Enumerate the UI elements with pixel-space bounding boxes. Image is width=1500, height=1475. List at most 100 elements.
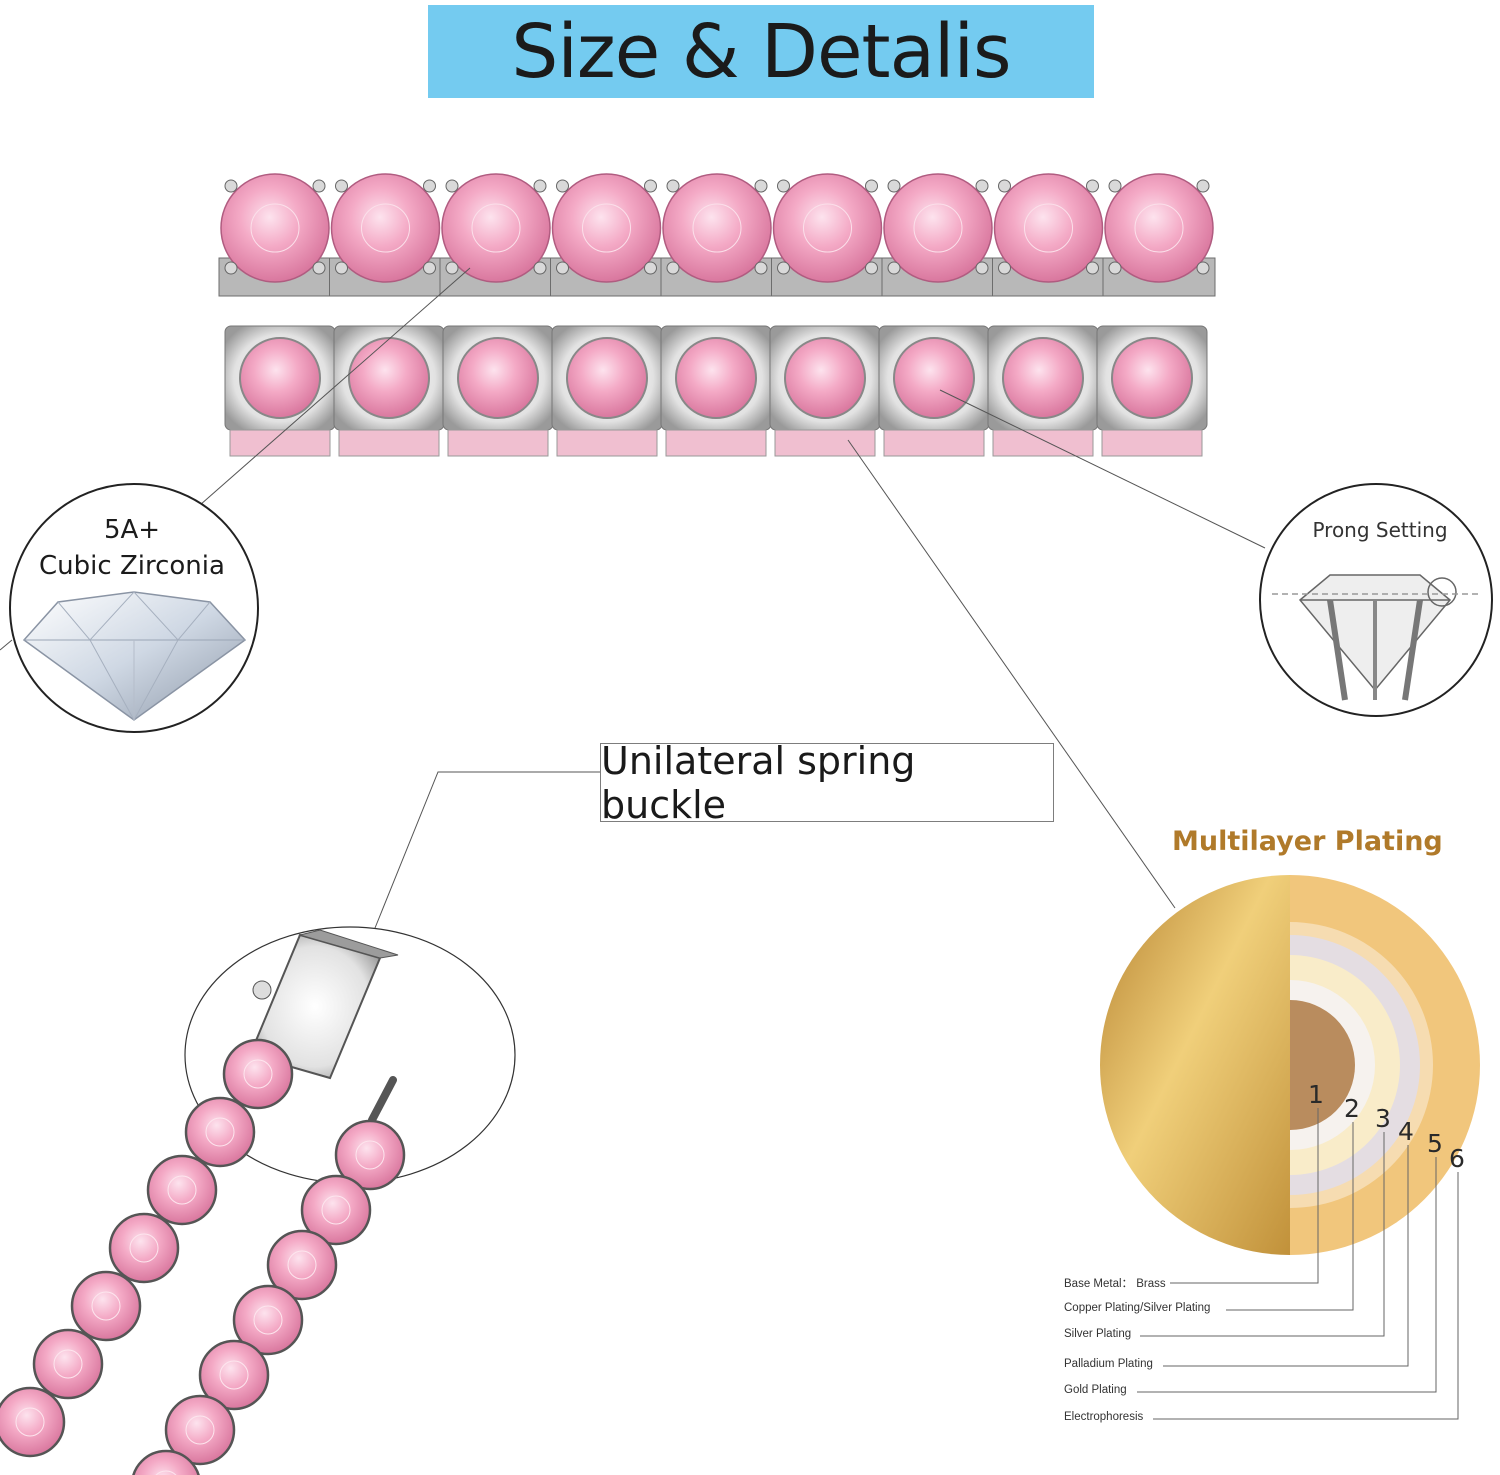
bracelet-strand-right: [132, 1119, 406, 1475]
stone-facet: [15, 1407, 45, 1437]
buckle-label-box: Unilateral spring buckle: [600, 739, 1054, 827]
stone-back: [675, 337, 757, 419]
bracelet-back-row: [224, 325, 1208, 457]
stone-facet: [205, 1117, 235, 1147]
stone-edge: [338, 429, 440, 457]
stone-edge: [774, 429, 876, 457]
stone-edge: [229, 429, 331, 457]
layer-number-5: 5: [1427, 1129, 1443, 1158]
layer-number-6: 6: [1449, 1144, 1465, 1173]
layer-number-1: 1: [1308, 1080, 1324, 1109]
prong: [556, 261, 569, 275]
prong-setting-sketch: [1272, 574, 1480, 701]
plating-title: Multilayer Plating: [1172, 826, 1443, 857]
stone-facet: [167, 1175, 197, 1205]
prong: [1086, 179, 1099, 193]
prong-setting-callout: [1259, 483, 1493, 717]
layer-label-2: Copper Plating/Silver Plating: [1064, 1302, 1211, 1314]
pink-stone: [220, 173, 330, 283]
pink-stone: [662, 173, 772, 283]
prong: [1108, 179, 1122, 193]
stone-edge: [665, 429, 767, 457]
prong: [335, 179, 348, 193]
layer-number-3: 3: [1375, 1104, 1391, 1133]
title-banner: Size & Detalis: [428, 5, 1094, 98]
pink-stone: [198, 1339, 270, 1411]
pink-stone: [300, 1174, 372, 1246]
buckle-label: Unilateral spring buckle: [601, 738, 916, 827]
prong: [998, 261, 1011, 275]
stone-facet: [91, 1291, 121, 1321]
stone-facet: [219, 1360, 249, 1390]
prong: [224, 261, 238, 275]
pink-stone: [108, 1212, 180, 1284]
prong: [312, 179, 326, 193]
stone-edge: [556, 429, 658, 457]
stone-back: [1002, 337, 1084, 419]
pink-stone: [266, 1229, 338, 1301]
stone-back: [566, 337, 648, 419]
layer-number-2: 2: [1344, 1094, 1360, 1123]
bracelet-front-row: [218, 173, 1216, 297]
prong: [975, 261, 989, 275]
prong: [666, 261, 680, 275]
pink-stone: [772, 173, 883, 283]
prong: [666, 179, 680, 193]
stone-edge: [447, 429, 549, 457]
leader-lines: [0, 267, 1266, 929]
prong: [975, 179, 989, 193]
pink-stone: [334, 1119, 406, 1191]
prong: [644, 261, 657, 275]
stone-facet: [129, 1233, 159, 1263]
stone-back: [348, 337, 430, 419]
stone-facet: [253, 1305, 283, 1335]
stone-back: [239, 337, 321, 419]
clasp-buckle: [248, 929, 399, 1124]
plating-leader-lines: [1137, 1108, 1459, 1420]
prong: [533, 261, 547, 275]
prong: [556, 179, 569, 193]
pink-stone: [146, 1154, 218, 1226]
prong-setting-label: Prong Setting: [1312, 518, 1448, 542]
prong: [644, 179, 657, 193]
stone-back: [784, 337, 866, 419]
prong: [1196, 179, 1210, 193]
pink-stone: [883, 173, 993, 283]
prong: [423, 261, 436, 275]
prong: [865, 179, 878, 193]
prong: [335, 261, 348, 275]
prong: [312, 261, 326, 275]
pink-stone: [70, 1270, 142, 1342]
prong: [445, 179, 459, 193]
prong: [887, 261, 901, 275]
stone-facet: [355, 1140, 385, 1170]
prong: [423, 179, 436, 193]
prong: [1086, 261, 1099, 275]
stone-edge: [1101, 429, 1203, 457]
layer-label-5: Gold Plating: [1064, 1384, 1127, 1396]
prong: [224, 179, 238, 193]
layer-number-4: 4: [1398, 1117, 1414, 1146]
stone-facet: [321, 1195, 351, 1225]
prong: [777, 261, 790, 275]
stone-edge: [883, 429, 985, 457]
pink-stone: [993, 173, 1104, 283]
pink-stone: [222, 1038, 294, 1110]
stone-type: Cubic Zirconia: [39, 551, 225, 581]
prong: [754, 261, 768, 275]
stone-back: [457, 337, 539, 419]
pink-stone: [551, 173, 662, 283]
prong: [1196, 261, 1210, 275]
pink-stone: [32, 1328, 104, 1400]
prong: [887, 179, 901, 193]
pink-stone: [164, 1394, 236, 1466]
cubic-zirconia-callout: [9, 483, 259, 733]
layer-label-4: Palladium Plating: [1064, 1358, 1153, 1370]
layer-label-6: Electrophoresis: [1064, 1411, 1144, 1423]
pink-stone: [330, 173, 441, 283]
plating-cross-section: [1100, 875, 1480, 1255]
prong: [1108, 261, 1122, 275]
stone-facet: [53, 1349, 83, 1379]
pink-stone: [0, 1386, 66, 1458]
